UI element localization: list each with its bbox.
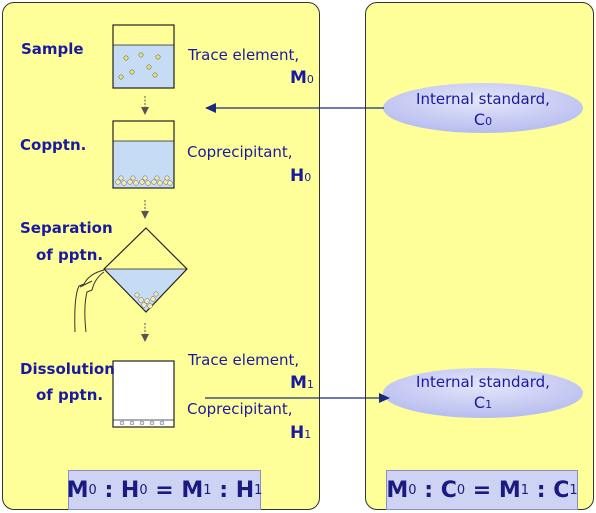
step-dissolution-label-1: Dissolution: [20, 360, 115, 378]
trace-element-1-symbol: M1: [290, 373, 314, 393]
step-sample-label: Sample: [21, 40, 84, 58]
sample-beaker: [112, 24, 175, 89]
internal-standard-top-label: Internal standard,: [416, 90, 550, 108]
flow-arrow-3: [141, 323, 149, 342]
internal-standard-top-symbol: C0: [473, 110, 493, 130]
spike-arrow: [205, 103, 384, 113]
internal-standard-ellipse-bottom: [383, 368, 583, 418]
internal-standard-bottom-label: Internal standard,: [416, 373, 550, 391]
step-separation-label-2: of pptn.: [36, 246, 104, 264]
separation-funnel: [74, 227, 188, 333]
coprecipitant-0-label: Coprecipitant,: [187, 143, 293, 161]
step-copptn-label: Copptn.: [20, 136, 87, 154]
measure-arrow: [205, 393, 390, 403]
internal-standard-bottom-symbol: C1: [473, 393, 493, 413]
internal-standard-bottom-text: Internal standard, C1: [393, 372, 573, 414]
coprecipitant-1-label: Coprecipitant,: [187, 400, 293, 418]
step-separation-label-1: Separation: [20, 219, 113, 237]
trace-element-1-label: Trace element,: [188, 351, 300, 369]
trace-element-0-label: Trace element,: [188, 46, 300, 64]
coprecipitant-1-symbol: H1: [290, 423, 312, 443]
trace-element-0-symbol: M0: [290, 68, 314, 88]
flow-arrow-2: [141, 200, 149, 219]
dissolution-beaker: [112, 360, 175, 428]
copptn-beaker: [112, 120, 175, 189]
internal-standard-top-text: Internal standard, C0: [393, 89, 573, 131]
flow-arrow-1: [141, 96, 149, 115]
coprecipitant-0-symbol: H0: [290, 166, 312, 186]
step-dissolution-label-2: of pptn.: [36, 386, 104, 404]
internal-standard-ellipse-top: [383, 83, 583, 133]
